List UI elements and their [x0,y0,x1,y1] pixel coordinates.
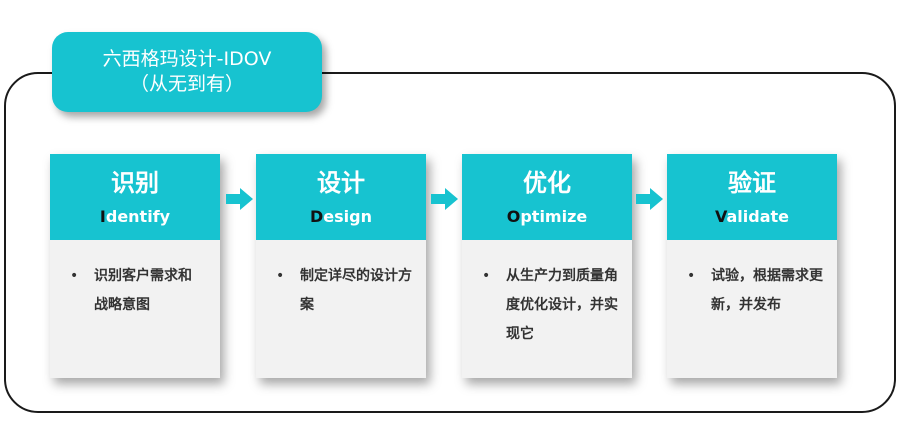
bullet-icon: • [687,268,696,284]
step-title-cn: 设计 [317,169,365,197]
step-body: • 试验，根据需求更新，并发布 [667,240,837,320]
step-title-en: Design [256,207,426,227]
step-card-optimize: 优化 Optimize • 从生产力到质量角度优化设计，并实现它 [462,154,632,378]
step-title-en-rest: alidate [726,207,790,226]
step-description: 制定详尽的设计方案 [300,268,412,313]
step-header: 识别 Identify [50,154,220,240]
step-title-en-lead: O [506,207,521,226]
step-title-en-rest: esign [323,207,372,226]
step-title-en: Validate [667,207,837,227]
step-description: 识别客户需求和战略意图 [94,268,192,313]
step-card-identify: 识别 Identify • 识别客户需求和战略意图 [50,154,220,378]
step-description: 试验，根据需求更新，并发布 [711,268,823,313]
step-header: 优化 Optimize [462,154,632,240]
step-bullet-item: • 识别客户需求和战略意图 [70,262,206,320]
bullet-icon: • [482,268,491,284]
bullet-icon: • [276,268,285,284]
step-title-en: Identify [50,207,220,227]
step-title-cn: 优化 [523,169,571,197]
step-body: • 从生产力到质量角度优化设计，并实现它 [462,240,632,349]
title-line-2: （从无到有） [129,73,244,95]
step-title-cn: 验证 [728,169,776,197]
step-title-en-rest: ptimize [520,207,588,226]
step-title-en-lead: I [99,207,106,226]
step-header: 设计 Design [256,154,426,240]
step-header: 验证 Validate [667,154,837,240]
step-title-en-lead: D [310,207,324,226]
right-arrow-icon [226,188,253,210]
step-title-cn: 识别 [111,169,159,197]
step-body: • 识别客户需求和战略意图 [50,240,220,320]
step-card-validate: 验证 Validate • 试验，根据需求更新，并发布 [667,154,837,378]
bullet-icon: • [70,268,79,284]
step-bullet-item: • 从生产力到质量角度优化设计，并实现它 [482,262,618,349]
step-title-en-lead: V [714,207,727,226]
step-title-en-rest: dentify [105,207,171,226]
step-card-design: 设计 Design • 制定详尽的设计方案 [256,154,426,378]
step-bullet-item: • 试验，根据需求更新，并发布 [687,262,823,320]
diagram-title: 六西格玛设计-IDOV （从无到有） [52,32,322,112]
step-body: • 制定详尽的设计方案 [256,240,426,320]
step-description: 从生产力到质量角度优化设计，并实现它 [506,268,618,342]
right-arrow-icon [431,188,458,210]
step-bullet-item: • 制定详尽的设计方案 [276,262,412,320]
step-title-en: Optimize [462,207,632,227]
title-line-1: 六西格玛设计-IDOV [102,48,272,70]
right-arrow-icon [636,188,663,210]
